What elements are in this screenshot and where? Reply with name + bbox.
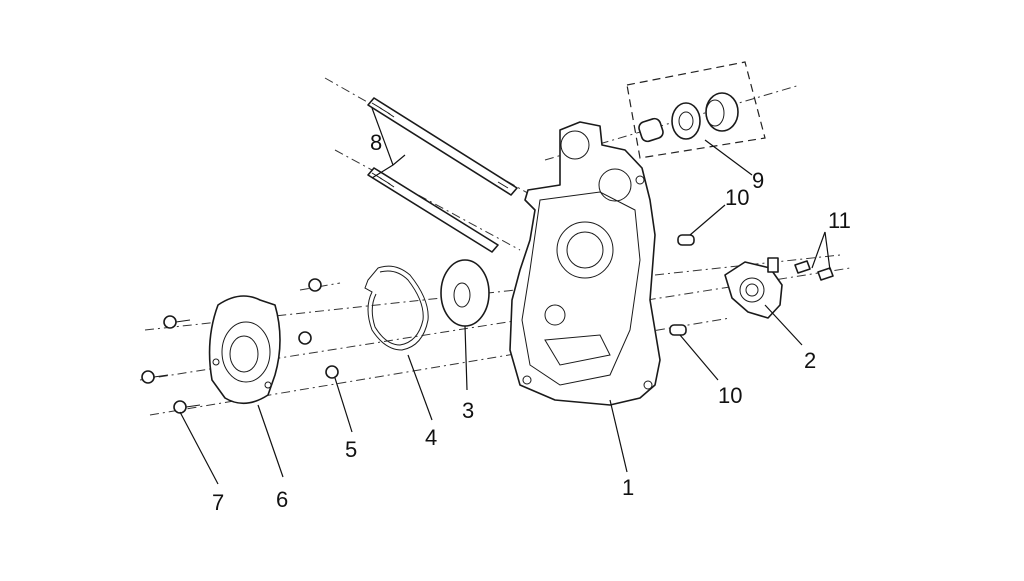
part-3-oil-seal xyxy=(440,259,490,327)
callout-label-7: 7 xyxy=(212,490,224,515)
callout-label-10-bottom: 10 xyxy=(718,383,742,408)
callout-label-4: 4 xyxy=(425,425,437,450)
callout-label-2: 2 xyxy=(804,348,816,373)
callout-label-8: 8 xyxy=(370,130,382,155)
part-11-screws xyxy=(794,260,834,281)
callout-labels: 8 9 10 11 2 10 1 3 4 5 6 7 xyxy=(212,130,851,515)
part-8-studs xyxy=(367,97,518,253)
callout-label-3: 3 xyxy=(462,398,474,423)
callout-label-9: 9 xyxy=(752,168,764,193)
part-5-nuts xyxy=(298,278,339,379)
leader-lines xyxy=(179,107,831,485)
part-7-bolts xyxy=(141,315,201,414)
part-9-bearing-assembly xyxy=(626,61,766,159)
part-1-crankcase-cover xyxy=(509,121,661,406)
callout-label-5: 5 xyxy=(345,437,357,462)
part-4-gasket xyxy=(364,265,429,351)
callout-label-10-top: 10 xyxy=(725,185,749,210)
part-6-cover-plate xyxy=(208,295,281,405)
callout-label-1: 1 xyxy=(622,475,634,500)
callout-label-11: 11 xyxy=(828,208,851,233)
part-2-plate xyxy=(724,257,783,319)
callout-label-6: 6 xyxy=(276,487,288,512)
part-10-dowel-pins xyxy=(669,234,695,336)
